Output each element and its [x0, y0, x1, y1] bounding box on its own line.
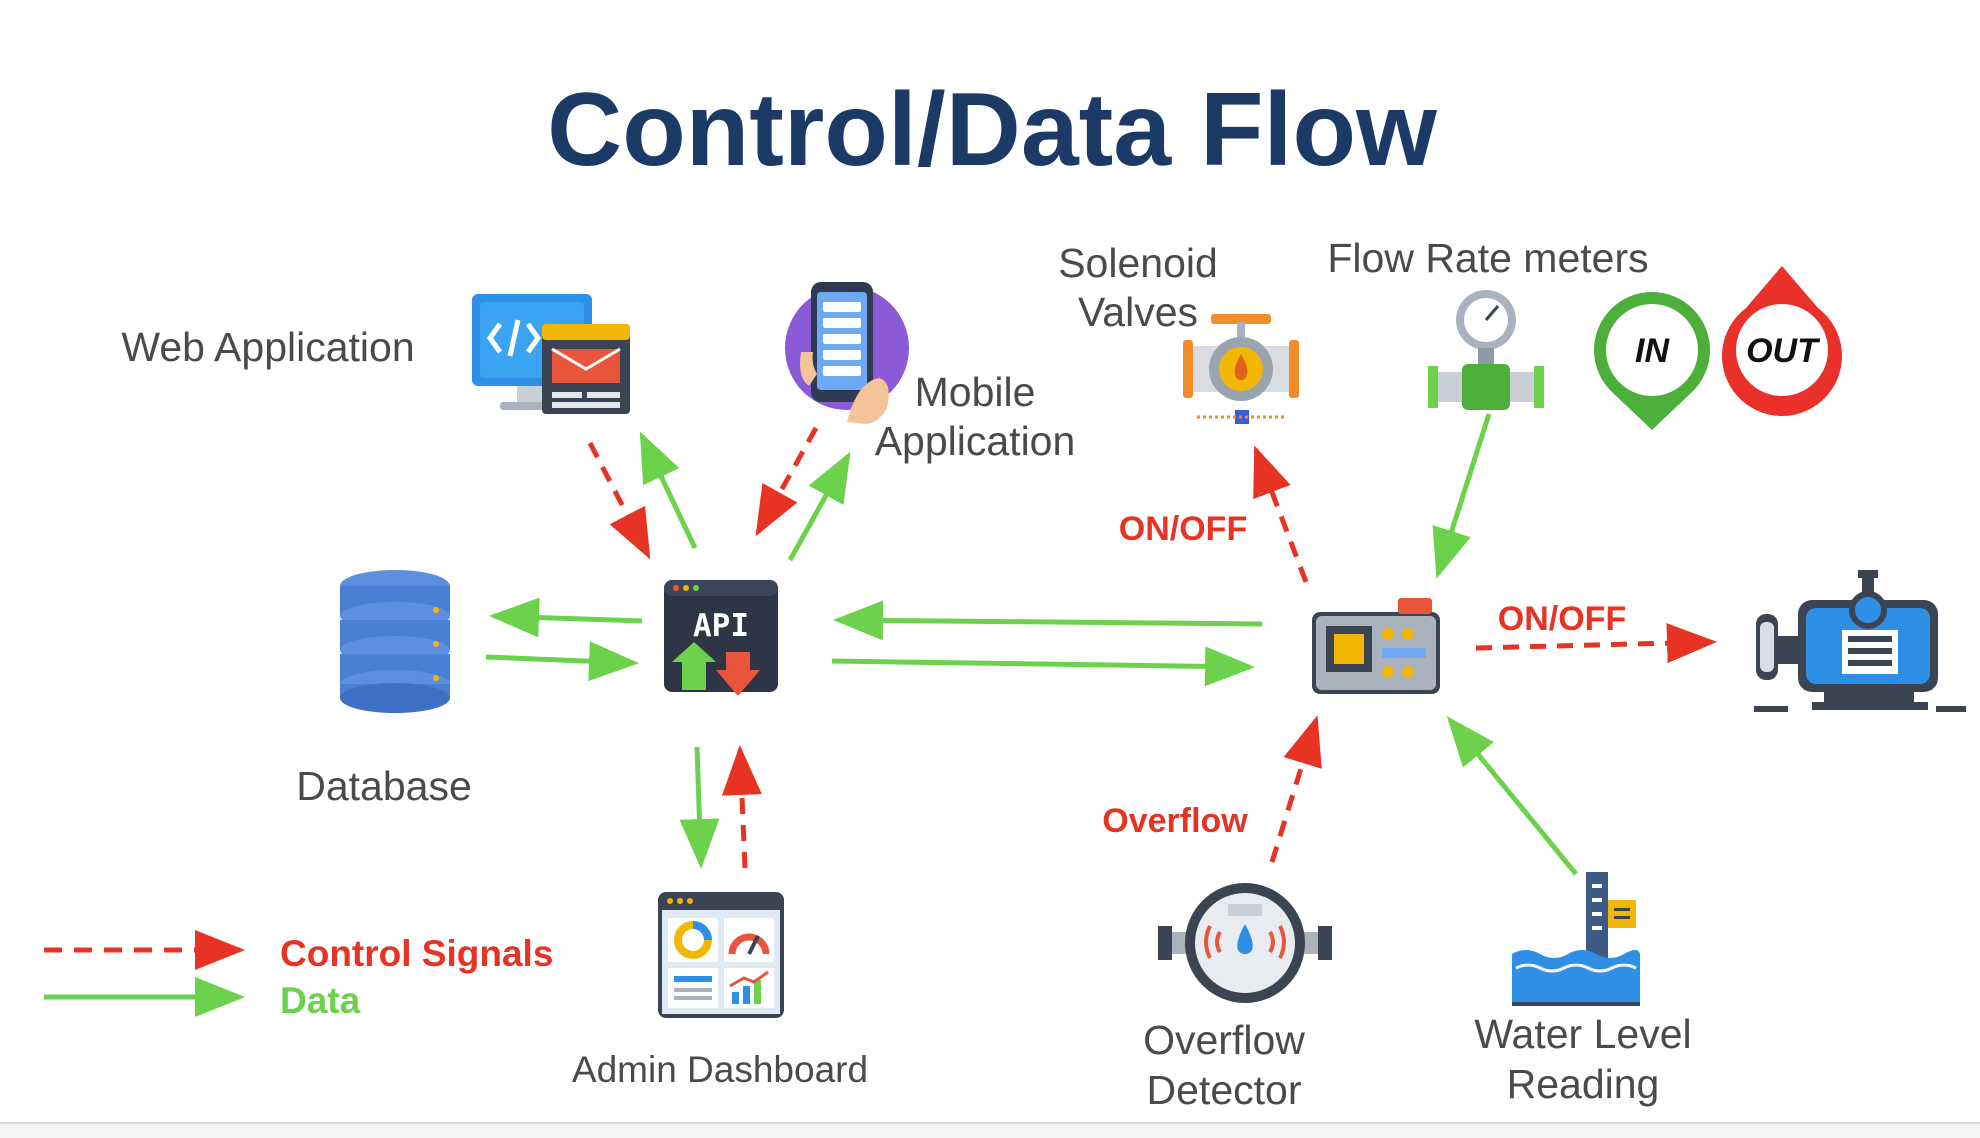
flowmeter-to-controller-data-arrow [1432, 413, 1492, 579]
web-to-api-control-arrow [587, 441, 651, 560]
api-icon: API [664, 580, 778, 696]
web-application-icon [472, 294, 630, 414]
controller-to-pump-control-arrow [1475, 623, 1717, 664]
water-level-icon [1512, 872, 1640, 1006]
water-level-label-line1: Water Level [1474, 1011, 1691, 1057]
mobile-application-label-line2: Application [875, 418, 1076, 464]
waterlevel-to-controller-data-arrow [1446, 716, 1578, 876]
solenoid-valves-label-line1: Solenoid [1058, 240, 1218, 286]
legend-data-label: Data [280, 980, 361, 1021]
solenoid-valves-label-line2: Valves [1078, 289, 1198, 335]
controller-to-valve-control-arrow [1253, 445, 1309, 583]
mobile-application-icon [785, 282, 909, 424]
microcontroller-icon [1312, 598, 1440, 694]
api-to-mobile-data-arrow [787, 451, 851, 562]
overflow-detector-label-line1: Overflow [1143, 1017, 1305, 1063]
admin-dashboard-icon [658, 892, 784, 1018]
pump-onoff-label: ON/OFF [1498, 600, 1626, 638]
valve-onoff-label: ON/OFF [1119, 510, 1247, 548]
page-title: Control/Data Flow [547, 72, 1438, 188]
overflow-to-controller-control-arrow [1269, 715, 1322, 863]
admin-dashboard-label: Admin Dashboard [572, 1049, 868, 1090]
flow-in-pin-icon: IN [1594, 292, 1710, 430]
water-level-label-line2: Reading [1507, 1061, 1660, 1107]
database-to-api-data-arrow [485, 641, 639, 682]
flow-in-label: IN [1635, 332, 1670, 370]
page-bottom-bar [0, 1122, 1980, 1138]
database-icon [340, 570, 450, 713]
overflow-detector-label-line2: Detector [1147, 1067, 1302, 1113]
legend-control-label: Control Signals [280, 933, 553, 974]
database-label: Database [296, 763, 472, 809]
web-application-label: Web Application [121, 324, 414, 370]
overflow-signal-label: Overflow [1102, 802, 1248, 840]
water-pump-icon [1754, 570, 1966, 712]
mobile-application-label-line1: Mobile [915, 369, 1036, 415]
flow-out-label: OUT [1746, 332, 1821, 370]
mobile-to-api-control-arrow [755, 426, 819, 537]
api-to-web-data-arrow [639, 431, 698, 550]
flow-rate-meters-label: Flow Rate meters [1327, 235, 1648, 281]
legend: Control Signals Data [44, 930, 553, 1021]
flow-out-pin-icon: OUT [1722, 266, 1842, 416]
api-to-database-data-arrow [489, 597, 643, 638]
solenoid-valve-icon [1183, 314, 1299, 424]
api-to-dashboard-data-arrow [679, 746, 720, 869]
dashboard-to-api-control-arrow [721, 745, 762, 869]
api-to-controller-data-arrow [831, 646, 1255, 687]
controller-to-api-data-arrow [833, 600, 1263, 641]
api-label: API [693, 608, 749, 644]
overflow-sensor-icon [1158, 883, 1332, 1003]
flow-meter-icon [1428, 290, 1544, 410]
